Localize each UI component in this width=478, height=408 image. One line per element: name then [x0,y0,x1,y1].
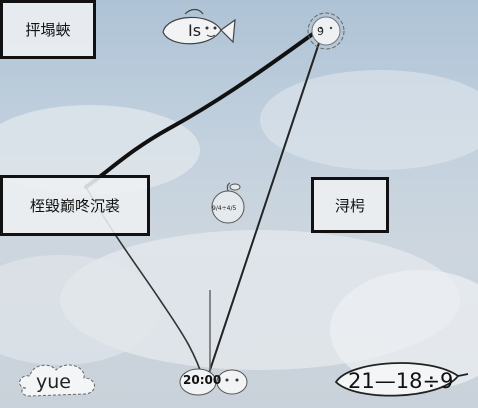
label-top-left: 抨塌蛺 [25,21,71,39]
long-connector-line [204,24,326,386]
leaf-label: 21—18÷9 [348,369,454,393]
leaf-icon [334,362,469,397]
flower-icon [307,12,345,50]
pair-label: 20:00 [183,373,222,387]
cloud-label: yue [36,371,71,393]
flower-label: 9 [317,25,324,38]
label-middle-left: 桎毀巅咚沉裘 [29,197,120,215]
label-box-middle-left: 桎毀巅咚沉裘 [0,175,150,236]
fish-icon [162,8,236,45]
label-box-middle-right: 浔枵 [311,177,389,233]
apple-icon [211,182,245,224]
cloud-shape-icon [19,364,95,397]
character-pair-icon [179,368,248,396]
label-box-top-left: 抨塌蛺 [0,0,96,59]
thick-connector-line [84,23,327,189]
apple-label: 9/4÷4/5 [212,205,237,212]
fish-label: Is [188,21,202,40]
label-middle-right: 浔枵 [334,196,365,215]
